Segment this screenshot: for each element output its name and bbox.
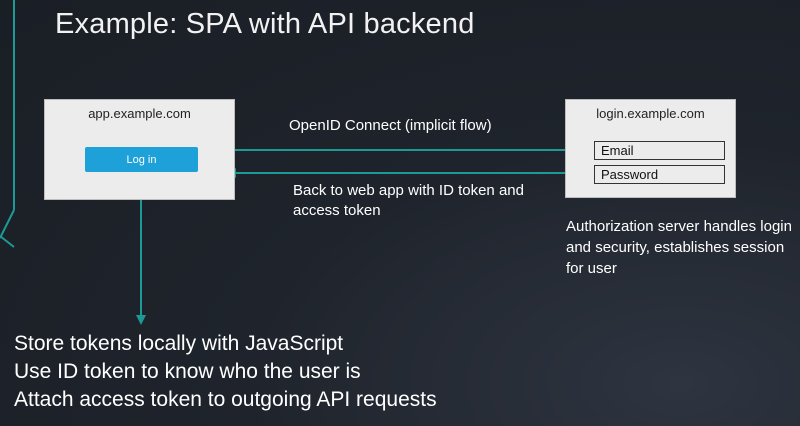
token-usage-line: Use ID token to know who the user is: [14, 360, 361, 383]
login-domain-label: login.example.com: [596, 106, 705, 121]
decor-line-diagonal: [0, 209, 15, 239]
authorization-server-note: Authorization server handles login and s…: [566, 218, 792, 277]
email-field[interactable]: Email: [594, 141, 725, 160]
response-flow-label: Back to web app with ID token and access…: [293, 182, 524, 219]
login-window: login.example.com Email Password: [565, 99, 736, 198]
request-flow-label: OpenID Connect (implicit flow): [289, 117, 492, 134]
password-field[interactable]: Password: [594, 165, 725, 184]
token-usage-list: Store tokens locally with JavaScript Use…: [14, 330, 437, 414]
storage-arrow-head: [136, 315, 146, 325]
token-usage-line: Attach access token to outgoing API requ…: [14, 388, 437, 411]
app-window: app.example.com Log in: [44, 99, 235, 200]
token-usage-line: Store tokens locally with JavaScript: [14, 332, 344, 355]
slide-title: Example: SPA with API backend: [55, 8, 475, 40]
decor-line-lower: [0, 235, 15, 248]
app-domain-label: app.example.com: [88, 106, 191, 121]
login-button[interactable]: Log in: [85, 147, 198, 172]
